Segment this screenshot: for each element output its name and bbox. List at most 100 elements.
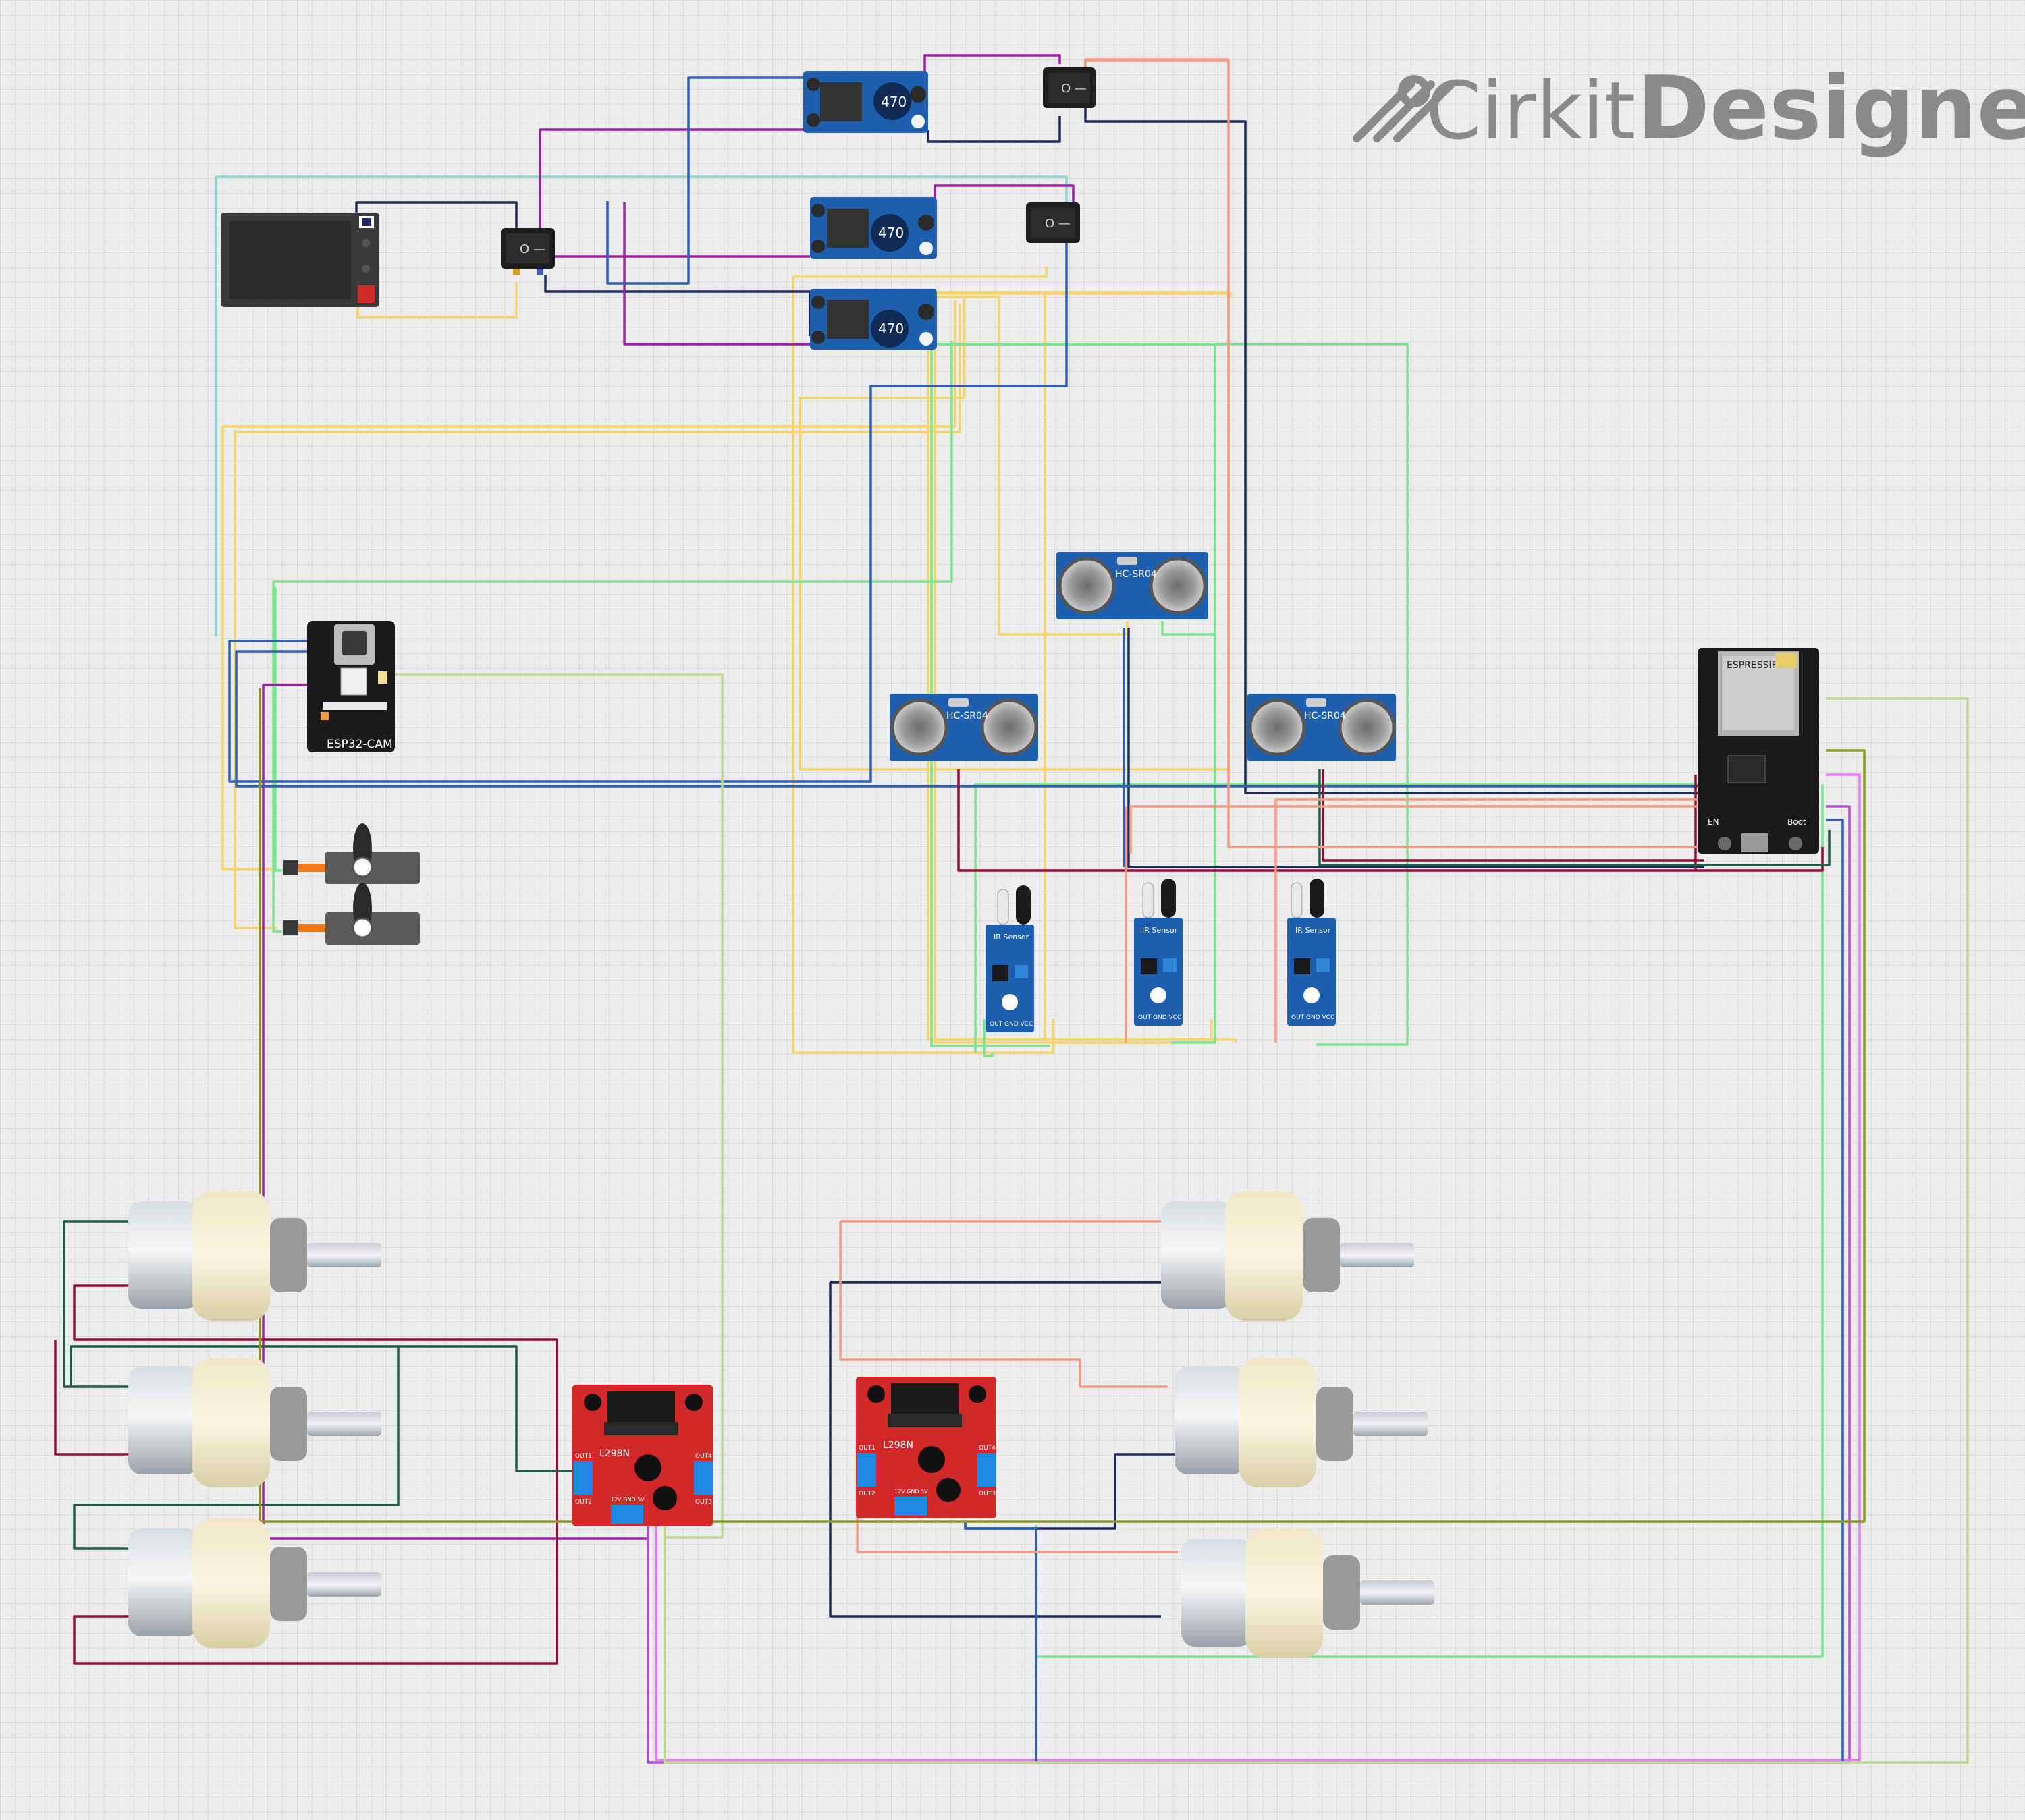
wire (539, 88, 811, 202)
wire (228, 215, 1068, 783)
cirkit-watermark: Cirkit Designer (1353, 57, 2025, 159)
wire (1274, 798, 1704, 1043)
wire (839, 1221, 1168, 1388)
battery[interactable] (221, 213, 379, 307)
wire (932, 296, 1129, 636)
wire (983, 1019, 994, 1057)
wires (54, 54, 1969, 1764)
servo-2[interactable] (284, 883, 420, 945)
wire (1171, 344, 1216, 1044)
power-label: 12V GND 5V (894, 1489, 928, 1495)
hc-sr04-label: HC-SR04 (1304, 711, 1346, 721)
servo-1[interactable] (284, 823, 420, 884)
out4-label: OUT4 (695, 1453, 712, 1460)
esp32-devkit[interactable]: ESPRESSIF Boot EN (1698, 648, 1819, 854)
wire (73, 1346, 400, 1550)
dc-motor-1[interactable] (128, 1191, 381, 1321)
wire (974, 783, 1698, 1053)
wire (623, 202, 817, 346)
esp32-brand-label: ESPRESSIF (1727, 660, 1777, 671)
ir-pins-label: OUT GND VCC (1291, 1014, 1334, 1021)
ir-sensor-label: IR Sensor (1142, 926, 1178, 935)
capacitor-label: 470 (878, 321, 904, 337)
wire (262, 684, 648, 1540)
dc-motor-6[interactable] (1181, 1528, 1434, 1658)
wire (355, 201, 518, 243)
wire (1318, 769, 1831, 866)
wire (934, 292, 1213, 1044)
wire (927, 116, 1061, 143)
wire (923, 54, 1061, 94)
wire (792, 277, 1054, 1054)
wire (1129, 805, 1704, 854)
wire (356, 282, 518, 319)
out1-label: OUT1 (575, 1453, 592, 1460)
wire (539, 202, 810, 258)
boot-label: Boot (1787, 817, 1806, 827)
wire (964, 1453, 1178, 1530)
wire (54, 1340, 128, 1456)
wire (687, 76, 810, 202)
esp32-cam[interactable]: ESP32-CAM (307, 621, 395, 752)
wire (1127, 628, 1704, 868)
wire (1084, 58, 1228, 94)
dc-motor-2[interactable] (128, 1358, 381, 1487)
wire (70, 1345, 574, 1472)
ultrasonic-sensor-2[interactable]: HC-SR04 (890, 694, 1038, 761)
ir-pins-label: OUT GND VCC (990, 1021, 1033, 1028)
wire (964, 819, 1844, 1764)
svg-text:O —: O — (1061, 82, 1087, 96)
dc-motor-3[interactable] (128, 1518, 381, 1648)
svg-text:O —: O — (520, 242, 545, 256)
watermark-product: Designer (1637, 57, 2025, 159)
wire (274, 587, 282, 872)
wire (938, 292, 1232, 297)
wire (606, 201, 690, 285)
ir-sensor-label: IR Sensor (1295, 926, 1331, 935)
wire (957, 769, 1824, 872)
l298n-driver-1[interactable]: L298N OUT1 OUT2 OUT3 OUT4 12V GND 5V (572, 1385, 713, 1526)
out2-label: OUT2 (575, 1499, 592, 1506)
wire (930, 346, 1050, 1047)
ultrasonic-sensor-1[interactable]: HC-SR04 (1056, 552, 1208, 619)
buck-converter-3[interactable]: 470 (810, 289, 937, 350)
wire (215, 175, 1068, 636)
hc-sr04-label: HC-SR04 (946, 711, 988, 721)
capacitor-label: 470 (881, 94, 907, 110)
hc-sr04-label: HC-SR04 (1115, 569, 1157, 580)
buck-converter-2[interactable]: 470 (810, 197, 937, 259)
wire (73, 1284, 558, 1665)
ir-pins-label: OUT GND VCC (1138, 1014, 1181, 1021)
rocker-switch-3[interactable]: O — (1026, 202, 1080, 243)
wire (63, 1220, 128, 1388)
capacitor-label: 470 (878, 225, 904, 241)
rocker-switch-2[interactable]: O — (1043, 67, 1096, 108)
watermark-brand: Cirkit (1426, 64, 1636, 157)
rocker-switch-1[interactable]: O — (501, 228, 555, 275)
en-label: EN (1708, 817, 1719, 827)
l298n-label: L298N (883, 1440, 913, 1451)
dc-motor-4[interactable] (1161, 1191, 1414, 1321)
dc-motor-5[interactable] (1174, 1358, 1428, 1487)
ir-sensor-label: IR Sensor (994, 933, 1029, 941)
l298n-label: L298N (599, 1448, 630, 1459)
out3-label: OUT3 (695, 1499, 712, 1506)
out4-label: OUT4 (979, 1445, 996, 1452)
ir-sensor-3[interactable]: IR Sensor OUT GND VCC (1287, 879, 1336, 1026)
buck-converter-1[interactable]: 470 (803, 71, 928, 133)
wire (655, 773, 1861, 1761)
wire (259, 688, 1866, 1523)
ir-sensor-1[interactable]: IR Sensor OUT GND VCC (986, 885, 1034, 1032)
ir-sensor-2[interactable]: IR Sensor OUT GND VCC (1134, 879, 1183, 1026)
wire (221, 300, 956, 871)
wire (234, 304, 961, 929)
ultrasonic-sensor-3[interactable]: HC-SR04 (1247, 694, 1396, 761)
wire (1084, 107, 1706, 794)
out3-label: OUT3 (979, 1491, 996, 1497)
power-label: 12V GND 5V (611, 1497, 645, 1503)
wire (935, 291, 1046, 1041)
wire (829, 1282, 1161, 1618)
l298n-driver-2[interactable]: L298N OUT1 OUT2 OUT3 OUT4 12V GND 5V (856, 1377, 996, 1518)
